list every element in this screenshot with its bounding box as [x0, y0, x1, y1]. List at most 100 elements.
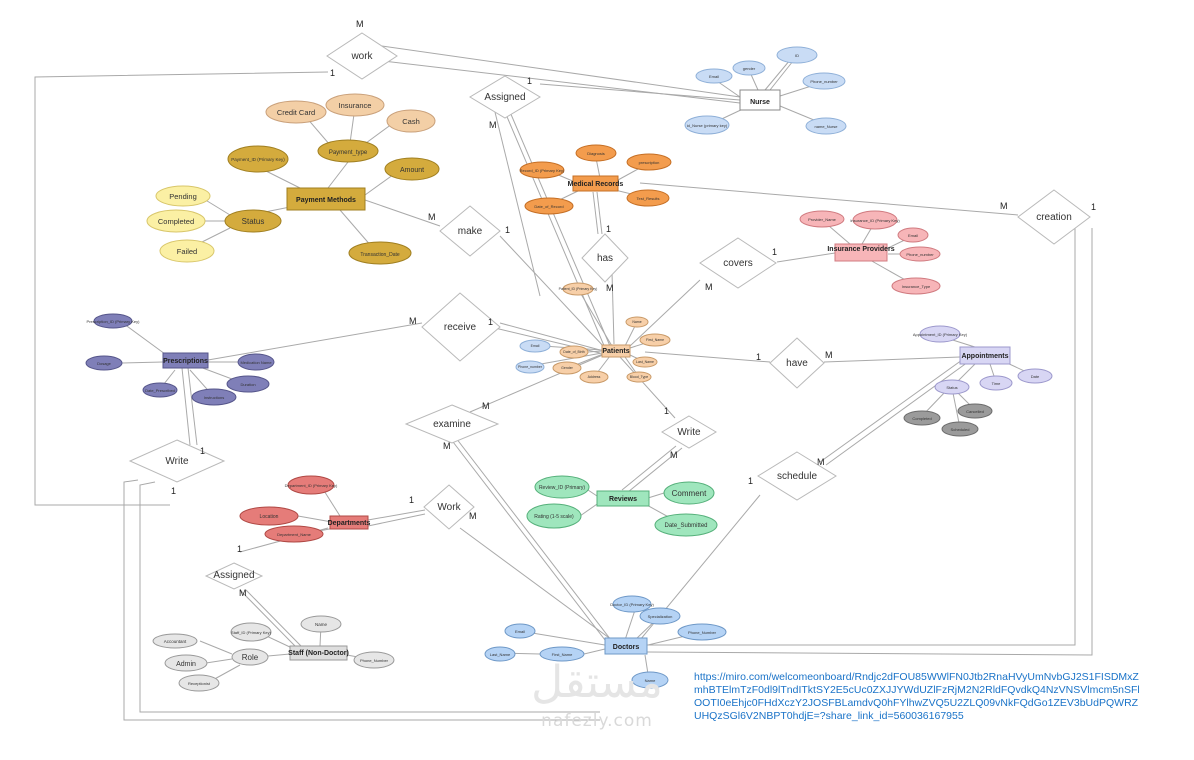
- relationship-write-review: Write: [661, 415, 717, 449]
- relationship-assigned-top: Assigned: [469, 75, 541, 119]
- cardinality-label: 1: [200, 446, 205, 456]
- attribute-labels-nurse: Email gender ID Phone_number id_Nurse (p…: [687, 53, 839, 129]
- svg-text:Name: Name: [632, 320, 641, 324]
- attribute-labels-doctors: Doctor_ID (Primary Key) Specialization P…: [490, 602, 717, 683]
- attribute-labels-departments: Department_ID (Primary Key) Location Dep…: [260, 483, 338, 537]
- svg-text:Date: Date: [1031, 374, 1040, 379]
- svg-text:gender: gender: [743, 66, 756, 71]
- cardinality-label: 1: [756, 352, 761, 362]
- svg-text:Record_ID (Primary Key): Record_ID (Primary Key): [520, 168, 565, 173]
- cardinality-label: 1: [748, 476, 753, 486]
- svg-text:Email: Email: [908, 233, 918, 238]
- svg-text:Patients: Patients: [602, 348, 629, 355]
- svg-text:make: make: [458, 226, 483, 237]
- cardinality-label: 1: [330, 68, 335, 78]
- svg-text:Phone_number: Phone_number: [518, 365, 543, 369]
- cardinality-label: 1: [527, 76, 532, 86]
- watermark-logo: مستقل: [531, 657, 663, 708]
- svg-text:Review_ID (Primary): Review_ID (Primary): [539, 485, 585, 491]
- svg-text:Phone_Number: Phone_Number: [360, 658, 389, 663]
- cardinality-label: M: [1000, 201, 1008, 211]
- cardinality-label: 1: [1091, 202, 1096, 212]
- attributes-departments: [239, 475, 335, 543]
- attribute-labels-staff: Staff_ID (Primary Key) Name Accountant R…: [164, 622, 389, 686]
- cardinality-label: M: [817, 457, 825, 467]
- svg-text:Payment_ID (Primary Key): Payment_ID (Primary Key): [231, 157, 285, 162]
- svg-text:Amount: Amount: [400, 167, 424, 174]
- miro-share-link[interactable]: https://miro.com/welcomeonboard/Rndjc2dF…: [694, 671, 1140, 722]
- svg-text:Location: Location: [260, 514, 279, 520]
- entity-reviews: Reviews: [596, 490, 650, 507]
- attributes-prescriptions: [85, 313, 275, 406]
- relationship-schedule: schedule: [757, 451, 837, 501]
- svg-text:Date_of_Birth: Date_of_Birth: [563, 350, 584, 354]
- svg-text:Completed: Completed: [158, 217, 194, 226]
- svg-text:Last_Name: Last_Name: [636, 360, 654, 364]
- svg-text:Medical Records: Medical Records: [568, 181, 624, 188]
- svg-text:Email: Email: [531, 344, 540, 348]
- svg-text:Department_ID (Primary Key): Department_ID (Primary Key): [285, 483, 338, 488]
- svg-text:Phone_Number: Phone_Number: [688, 630, 717, 635]
- svg-text:Payment_type: Payment_type: [329, 150, 368, 156]
- relationship-write-prescription: Write: [128, 439, 226, 483]
- svg-text:Comment: Comment: [672, 489, 707, 498]
- svg-text:covers: covers: [723, 258, 752, 269]
- svg-text:Status: Status: [946, 385, 957, 390]
- svg-text:receive: receive: [444, 322, 477, 333]
- svg-text:Email: Email: [515, 629, 525, 634]
- entity-payment-methods: Payment Methods: [286, 187, 366, 211]
- cardinality-label: M: [482, 401, 490, 411]
- svg-text:has: has: [597, 253, 613, 264]
- attribute-labels-prescriptions: Prescription_ID (Primary Key) Dosage Med…: [87, 319, 273, 400]
- svg-text:Provider_Name: Provider_Name: [808, 217, 837, 222]
- svg-text:Assigned: Assigned: [484, 92, 525, 103]
- relationship-receive: receive: [421, 292, 501, 362]
- svg-text:First_Name: First_Name: [646, 338, 664, 342]
- svg-text:Insurance Providers: Insurance Providers: [827, 246, 894, 253]
- svg-text:Role: Role: [242, 653, 259, 662]
- relationship-creation: creation: [1017, 189, 1091, 245]
- svg-text:name_Nurse: name_Nurse: [815, 124, 839, 129]
- svg-text:Staff_ID (Primary Key): Staff_ID (Primary Key): [231, 630, 272, 635]
- svg-text:Payment Methods: Payment Methods: [296, 197, 356, 204]
- svg-text:Patient_ID (Primary Key): Patient_ID (Primary Key): [559, 287, 598, 291]
- cardinality-label: M: [825, 350, 833, 360]
- attributes-medical-records: [519, 144, 672, 215]
- svg-text:Instructions: Instructions: [204, 395, 224, 400]
- svg-text:Diagnosis: Diagnosis: [587, 151, 605, 156]
- connector-lines: [34, 44, 1093, 721]
- attribute-labels-insurance: Provider_Name Insurance_ID (Primary Key)…: [808, 217, 934, 289]
- svg-text:Nurse: Nurse: [750, 99, 770, 106]
- cardinality-label: 1: [409, 495, 414, 505]
- relationship-assigned-staff: Assigned: [204, 562, 264, 590]
- attributes-appointments: [903, 325, 1053, 437]
- svg-text:Email: Email: [709, 74, 719, 79]
- svg-text:Medication Name: Medication Name: [240, 360, 272, 365]
- relationship-work-dept: Work: [423, 484, 475, 530]
- cardinality-label: M: [606, 283, 614, 293]
- cardinality-label: M: [443, 441, 451, 451]
- svg-text:id_Nurse (primary key): id_Nurse (primary key): [687, 123, 728, 128]
- svg-text:prescription: prescription: [639, 160, 660, 165]
- attribute-labels-reviews: Review_ID (Primary) Comment Rating (1-5 …: [534, 485, 707, 529]
- cardinality-labels: M 1 1 M M 1 M 1 1 M M 1 M 1 1 M M 1 M 1 …: [171, 19, 1096, 598]
- svg-text:Dosage: Dosage: [97, 361, 112, 366]
- svg-text:Cancelled: Cancelled: [966, 409, 984, 414]
- cardinality-label: M: [239, 588, 247, 598]
- svg-text:Rating (1-5 scale): Rating (1-5 scale): [534, 514, 574, 520]
- cardinality-label: 1: [664, 406, 669, 416]
- svg-text:Time: Time: [992, 381, 1002, 386]
- entity-nurse: Nurse: [739, 89, 781, 111]
- watermark-text: nafezly.com: [541, 711, 653, 731]
- attributes-patients: [515, 282, 671, 384]
- attributes-nurse: [684, 46, 847, 135]
- svg-text:Departments: Departments: [328, 520, 371, 527]
- entity-doctors: Doctors: [604, 637, 648, 655]
- svg-text:Duration: Duration: [240, 382, 255, 387]
- svg-text:Insurance_ID (Primary Key): Insurance_ID (Primary Key): [850, 218, 900, 223]
- svg-text:Scheduled: Scheduled: [951, 427, 970, 432]
- svg-text:examine: examine: [433, 419, 471, 430]
- svg-text:ID: ID: [795, 53, 799, 58]
- entity-insurance-providers: Insurance Providers: [827, 243, 895, 262]
